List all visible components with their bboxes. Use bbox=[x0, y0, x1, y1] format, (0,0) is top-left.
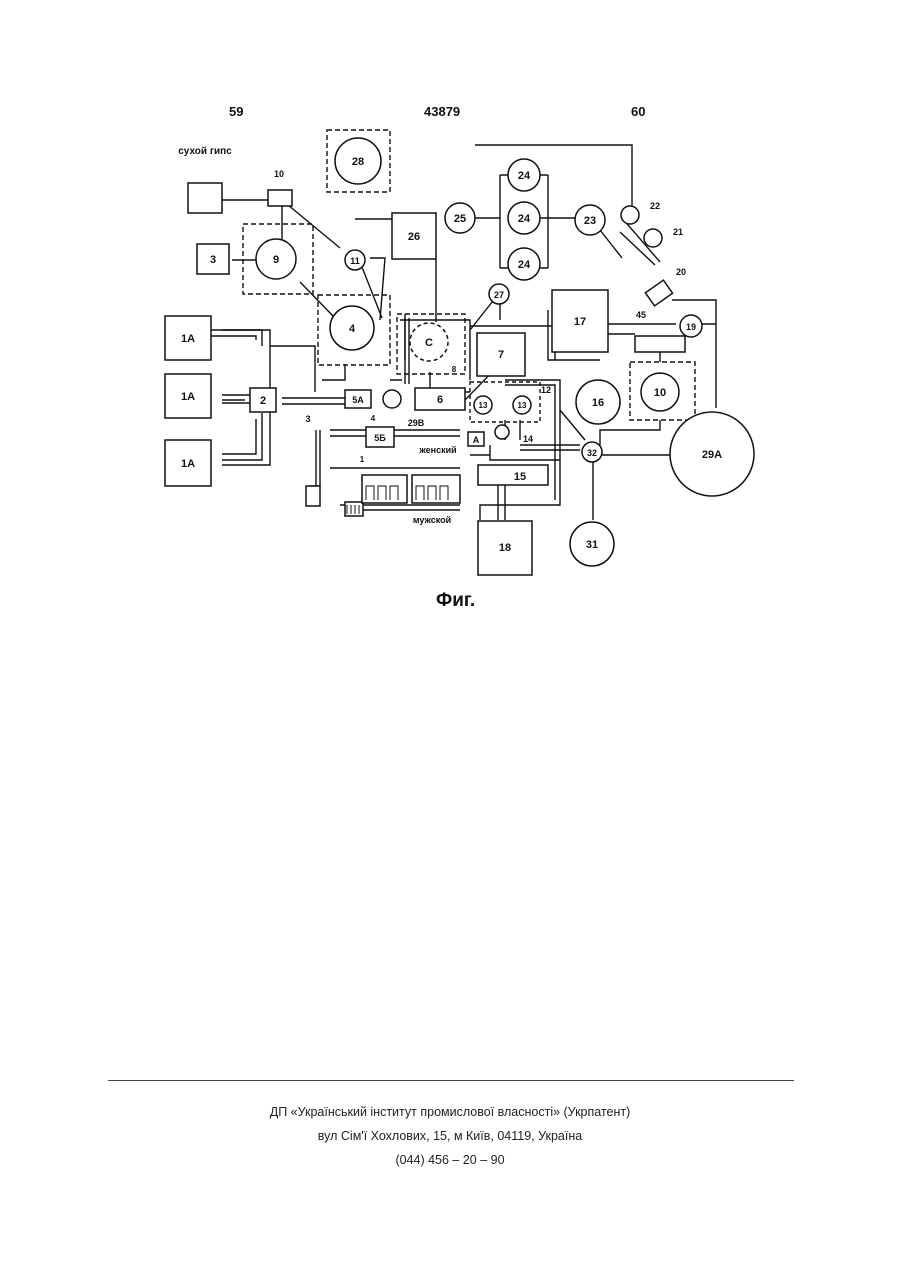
label-24-bottom: 24 bbox=[518, 259, 531, 271]
label-24-top: 24 bbox=[518, 170, 531, 182]
callout-14: 14 bbox=[523, 434, 533, 444]
label-16: 16 bbox=[592, 397, 604, 409]
label-box-1a-bottom: 1А bbox=[181, 458, 195, 470]
footer-line-1: ДП «Український інститут промислової вла… bbox=[0, 1105, 900, 1119]
label-female: женский bbox=[418, 445, 456, 455]
callout-45: 45 bbox=[636, 310, 646, 320]
label-22: 22 bbox=[650, 201, 660, 211]
callout-10: 10 bbox=[274, 169, 284, 179]
label-box-17: 17 bbox=[574, 316, 586, 328]
circle-29b bbox=[383, 390, 401, 408]
box-stair bbox=[345, 502, 363, 516]
label-box-1a-top: 1А bbox=[181, 333, 195, 345]
label-box-2: 2 bbox=[260, 395, 266, 407]
box-45 bbox=[635, 336, 685, 352]
label-23: 23 bbox=[584, 215, 596, 227]
label-9: 9 bbox=[273, 254, 279, 266]
callout-12: 12 bbox=[541, 385, 551, 395]
label-32: 32 bbox=[587, 448, 597, 458]
label-24-mid: 24 bbox=[518, 213, 531, 225]
schematic-diagram: сухой гипс женский мужской 28 25 24 24 2… bbox=[0, 0, 900, 640]
label-box-3: 3 bbox=[210, 254, 216, 266]
label-box-6: 6 bbox=[437, 394, 443, 406]
callout-3: 3 bbox=[305, 414, 310, 424]
pipe-lines bbox=[222, 145, 716, 520]
label-21: 21 bbox=[673, 227, 683, 237]
label-box-1a-mid: 1А bbox=[181, 391, 195, 403]
label-box-7: 7 bbox=[498, 349, 504, 361]
box-20 bbox=[645, 280, 672, 306]
footer-line-3: (044) 456 – 20 – 90 bbox=[0, 1153, 900, 1167]
box-dry-gypsum-hopper bbox=[188, 183, 222, 213]
circle-14 bbox=[495, 425, 509, 439]
label-29a: 29А bbox=[702, 449, 722, 461]
box-valve-10 bbox=[268, 190, 292, 206]
label-29b: 29В bbox=[408, 418, 425, 428]
figure-caption: Фиг. bbox=[436, 590, 475, 612]
label-13-left: 13 bbox=[479, 401, 488, 410]
circle-22 bbox=[621, 206, 639, 224]
label-box-5a: 5А bbox=[352, 395, 364, 405]
label-box-15: 15 bbox=[514, 471, 526, 483]
label-11: 11 bbox=[350, 256, 360, 266]
label-28: 28 bbox=[352, 156, 364, 168]
label-10-circle: 10 bbox=[654, 387, 666, 399]
label-box-5b: 5Б bbox=[374, 433, 386, 443]
box-female-mold bbox=[362, 475, 407, 503]
label-dry-gypsum: сухой гипс bbox=[178, 146, 232, 157]
footer-line-2: вул Сім'ї Хохлових, 15, м Київ, 04119, У… bbox=[0, 1129, 900, 1143]
callout-1: 1 bbox=[360, 455, 365, 464]
label-box-a: А bbox=[473, 435, 480, 445]
callout-4-small: 4 bbox=[371, 414, 376, 423]
label-box-18: 18 bbox=[499, 542, 511, 554]
label-31: 31 bbox=[586, 539, 598, 551]
box-door bbox=[306, 486, 320, 506]
label-13-right: 13 bbox=[518, 401, 527, 410]
label-male: мужской bbox=[413, 515, 451, 525]
label-4: 4 bbox=[349, 323, 356, 335]
circle-21 bbox=[644, 229, 662, 247]
callout-20: 20 bbox=[676, 267, 686, 277]
label-c: С bbox=[425, 337, 433, 349]
label-box-26: 26 bbox=[408, 231, 420, 243]
footer-divider bbox=[108, 1080, 794, 1081]
label-25: 25 bbox=[454, 213, 466, 225]
label-19: 19 bbox=[686, 322, 696, 332]
callout-8: 8 bbox=[452, 365, 457, 374]
label-27: 27 bbox=[494, 290, 504, 300]
